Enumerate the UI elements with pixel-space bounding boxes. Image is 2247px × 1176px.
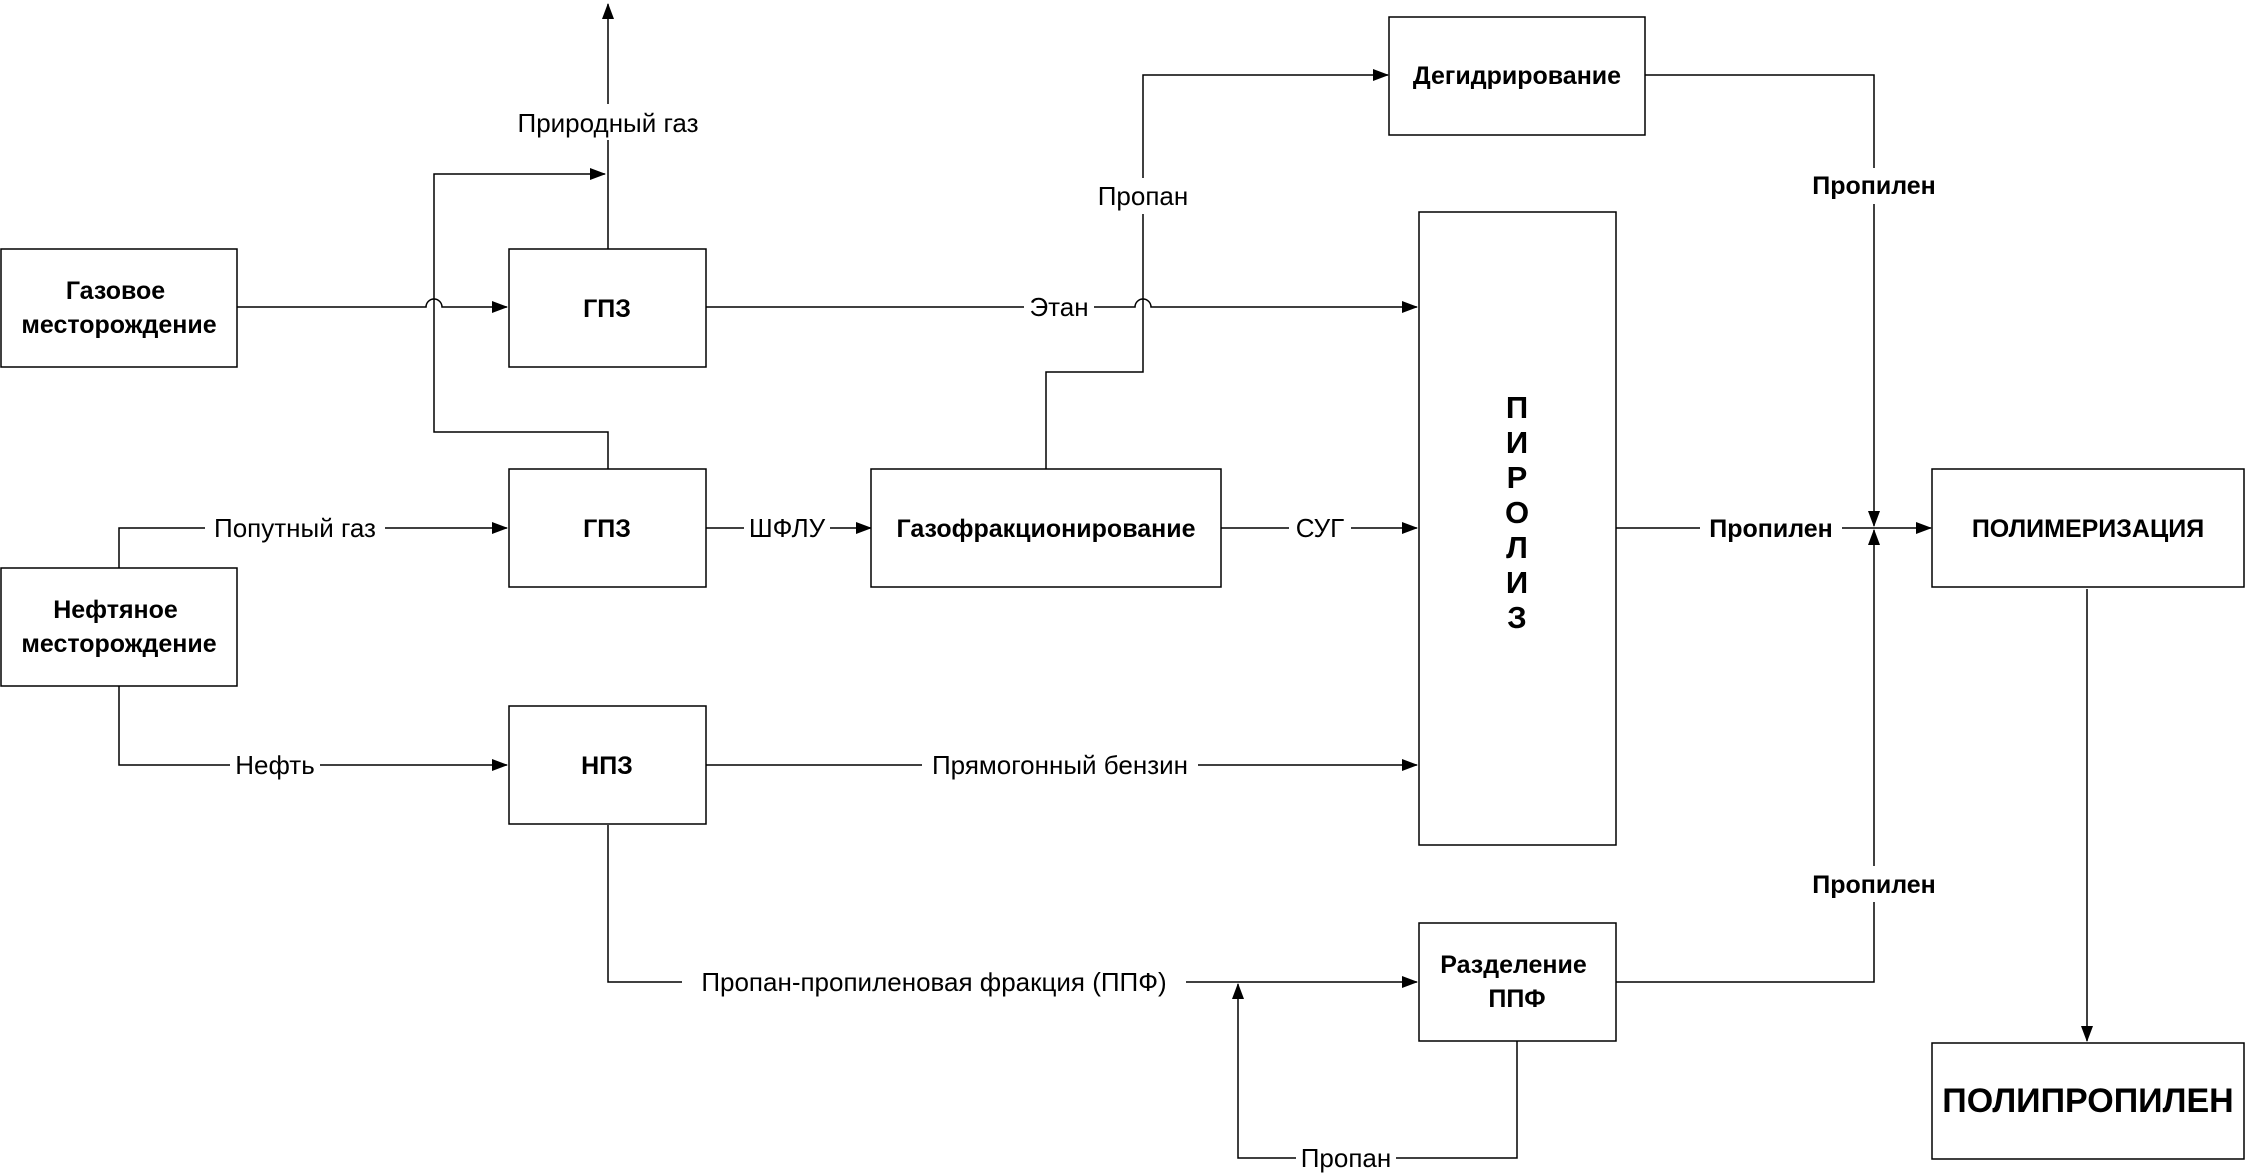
node-ppf-separation-label: Разделение ППФ	[1440, 951, 1594, 1013]
label-straight-run-gasoline: Прямогонный бензин	[932, 750, 1188, 780]
node-npz: НПЗ	[508, 705, 707, 825]
label-propylene-ppf: Пропилен	[1812, 871, 1936, 899]
node-polymerization: ПОЛИМЕРИЗАЦИЯ	[1931, 468, 2245, 588]
label-ngl: ШФЛУ	[749, 513, 826, 543]
edge-gas-field-to-gpz	[237, 298, 508, 313]
nodes: Газовое месторождение Нефтяное месторожд…	[0, 16, 2245, 1160]
label-ppf: Пропан-пропиленовая фракция (ППФ)	[701, 967, 1166, 997]
label-propane-top: Пропан	[1098, 181, 1189, 211]
node-gpz-top-label: ГПЗ	[583, 295, 631, 323]
edge-oil	[118, 686, 508, 771]
label-propylene-dehydro: Пропилен	[1812, 172, 1936, 200]
edge-ppf	[607, 825, 1418, 988]
node-gpz-top: ГПЗ	[508, 248, 707, 368]
node-polymerization-label: ПОЛИМЕРИЗАЦИЯ	[1972, 515, 2204, 543]
label-natural-gas: Природный газ	[518, 108, 699, 138]
label-oil: Нефть	[235, 750, 315, 780]
node-npz-label: НПЗ	[581, 752, 633, 780]
edge-propane-to-dehydro	[1045, 69, 1389, 469]
node-fractionation-label: Газофракционирование	[896, 515, 1195, 543]
node-dehydrogenation: Дегидрирование	[1388, 16, 1646, 136]
node-gpz-mid: ГПЗ	[508, 468, 707, 588]
edge-labels: Природный газ Попутный газ Нефть Этан Пр…	[205, 104, 1948, 1174]
node-oil-field-label: Нефтяное месторождение	[21, 596, 216, 658]
node-ppf-separation: Разделение ППФ	[1418, 922, 1617, 1042]
node-polypropylene: ПОЛИПРОПИЛЕН	[1931, 1042, 2245, 1160]
node-gas-field-label: Газовое месторождение	[21, 277, 216, 339]
node-gas-field: Газовое месторождение	[0, 248, 238, 368]
label-associated-gas: Попутный газ	[214, 513, 376, 543]
node-gpz-mid-label: ГПЗ	[583, 515, 631, 543]
edge-propylene-ppf	[1616, 529, 1880, 983]
node-polypropylene-label: ПОЛИПРОПИЛЕН	[1942, 1082, 2233, 1120]
connectors	[118, 3, 2093, 1159]
edge-gpz-mid-to-natural-gas	[433, 168, 609, 469]
node-fractionation: Газофракционирование	[870, 468, 1222, 588]
edge-propylene-dehydro	[1645, 74, 1880, 527]
label-ethane: Этан	[1029, 292, 1088, 322]
node-oil-field: Нефтяное месторождение	[0, 567, 238, 687]
label-lpg: СУГ	[1296, 513, 1345, 543]
label-propylene-pyro: Пропилен	[1709, 515, 1833, 543]
node-dehydrogenation-label: Дегидрирование	[1413, 62, 1621, 90]
label-propane-recycle: Пропан	[1301, 1143, 1392, 1173]
